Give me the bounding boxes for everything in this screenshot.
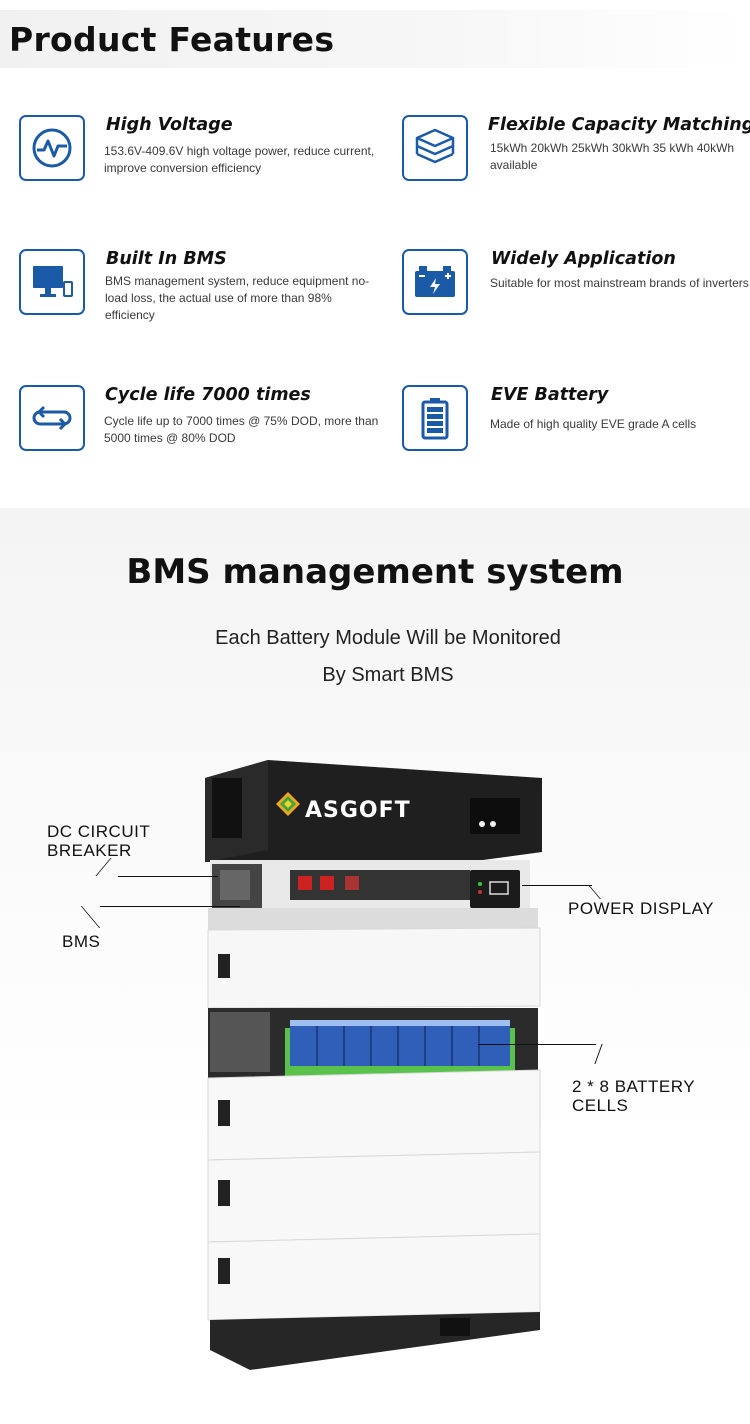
callout-power-display: POWER DISPLAY	[568, 899, 714, 918]
callout-battery-cells-leader-h	[478, 1044, 596, 1045]
callout-battery-cells: 2 * 8 BATTERY CELLS	[572, 1077, 695, 1115]
battery-cells	[290, 1020, 510, 1066]
callout-power-display-leader-h	[522, 885, 592, 886]
battery-icon	[402, 385, 468, 451]
callout-bms: BMS	[62, 932, 101, 951]
monitor-icon	[19, 249, 85, 315]
callout-dc-breaker-line-1: DC CIRCUIT	[47, 822, 151, 841]
brand-logo-text: ASGOFT	[305, 798, 411, 823]
callout-dc-breaker-leader-h	[118, 876, 218, 877]
controller-box	[205, 760, 542, 862]
feature-built-in-bms: Built In BMS BMS management system, redu…	[19, 249, 374, 339]
feature-cycle-life: Cycle life 7000 times Cycle life up to 7…	[19, 385, 378, 475]
power-display-panel	[470, 870, 520, 908]
header-band	[0, 10, 750, 68]
callout-battery-cells-line-1: 2 * 8 BATTERY	[572, 1077, 696, 1096]
voltage-icon	[19, 115, 85, 181]
feature-widely-application: Widely Application Suitable for most mai…	[402, 249, 750, 339]
feature-title: Flexible Capacity Matching	[488, 115, 750, 135]
feature-desc: 153.6V-409.6V high voltage power, reduce…	[104, 144, 375, 175]
bms-subtitle-line-1: Each Battery Module Will be Monitored	[215, 627, 561, 649]
callout-dc-breaker-line-2: BREAKER	[47, 841, 132, 860]
feature-flexible-capacity: Flexible Capacity Matching 15kWh 20kWh 2…	[402, 115, 750, 205]
feature-title: High Voltage	[106, 115, 233, 135]
feature-desc: BMS management system, reduce equipment …	[105, 274, 370, 322]
feature-desc: Suitable for most mainstream brands of i…	[490, 276, 749, 290]
feature-title: Widely Application	[491, 249, 676, 269]
page-title: Product Features	[9, 20, 335, 59]
feature-desc: 15kWh 20kWh 25kWh 30kWh 35 kWh 40kWh ava…	[490, 141, 735, 172]
battery-stack-illustration	[205, 760, 542, 1370]
feature-title: Built In BMS	[106, 249, 227, 269]
bms-title: BMS management system	[126, 552, 624, 592]
feature-title: EVE Battery	[491, 385, 609, 405]
callout-battery-cells-line-2: CELLS	[572, 1096, 629, 1115]
brand-logo-icon	[276, 792, 300, 816]
feature-eve-battery: EVE Battery Made of high quality EVE gra…	[402, 385, 750, 475]
callout-bms-leader-h	[100, 906, 240, 907]
feature-high-voltage: High Voltage 153.6V-409.6V high voltage …	[19, 115, 374, 205]
feature-desc: Made of high quality EVE grade A cells	[490, 417, 697, 431]
feature-desc: Cycle life up to 7000 times @ 75% DOD, m…	[104, 414, 379, 445]
layers-icon	[402, 115, 468, 181]
car-battery-icon	[402, 249, 468, 315]
bms-subtitle-line-2: By Smart BMS	[322, 664, 454, 686]
feature-title: Cycle life 7000 times	[105, 385, 311, 405]
cycle-icon	[19, 385, 85, 451]
callout-dc-breaker: DC CIRCUIT BREAKER	[47, 822, 150, 860]
